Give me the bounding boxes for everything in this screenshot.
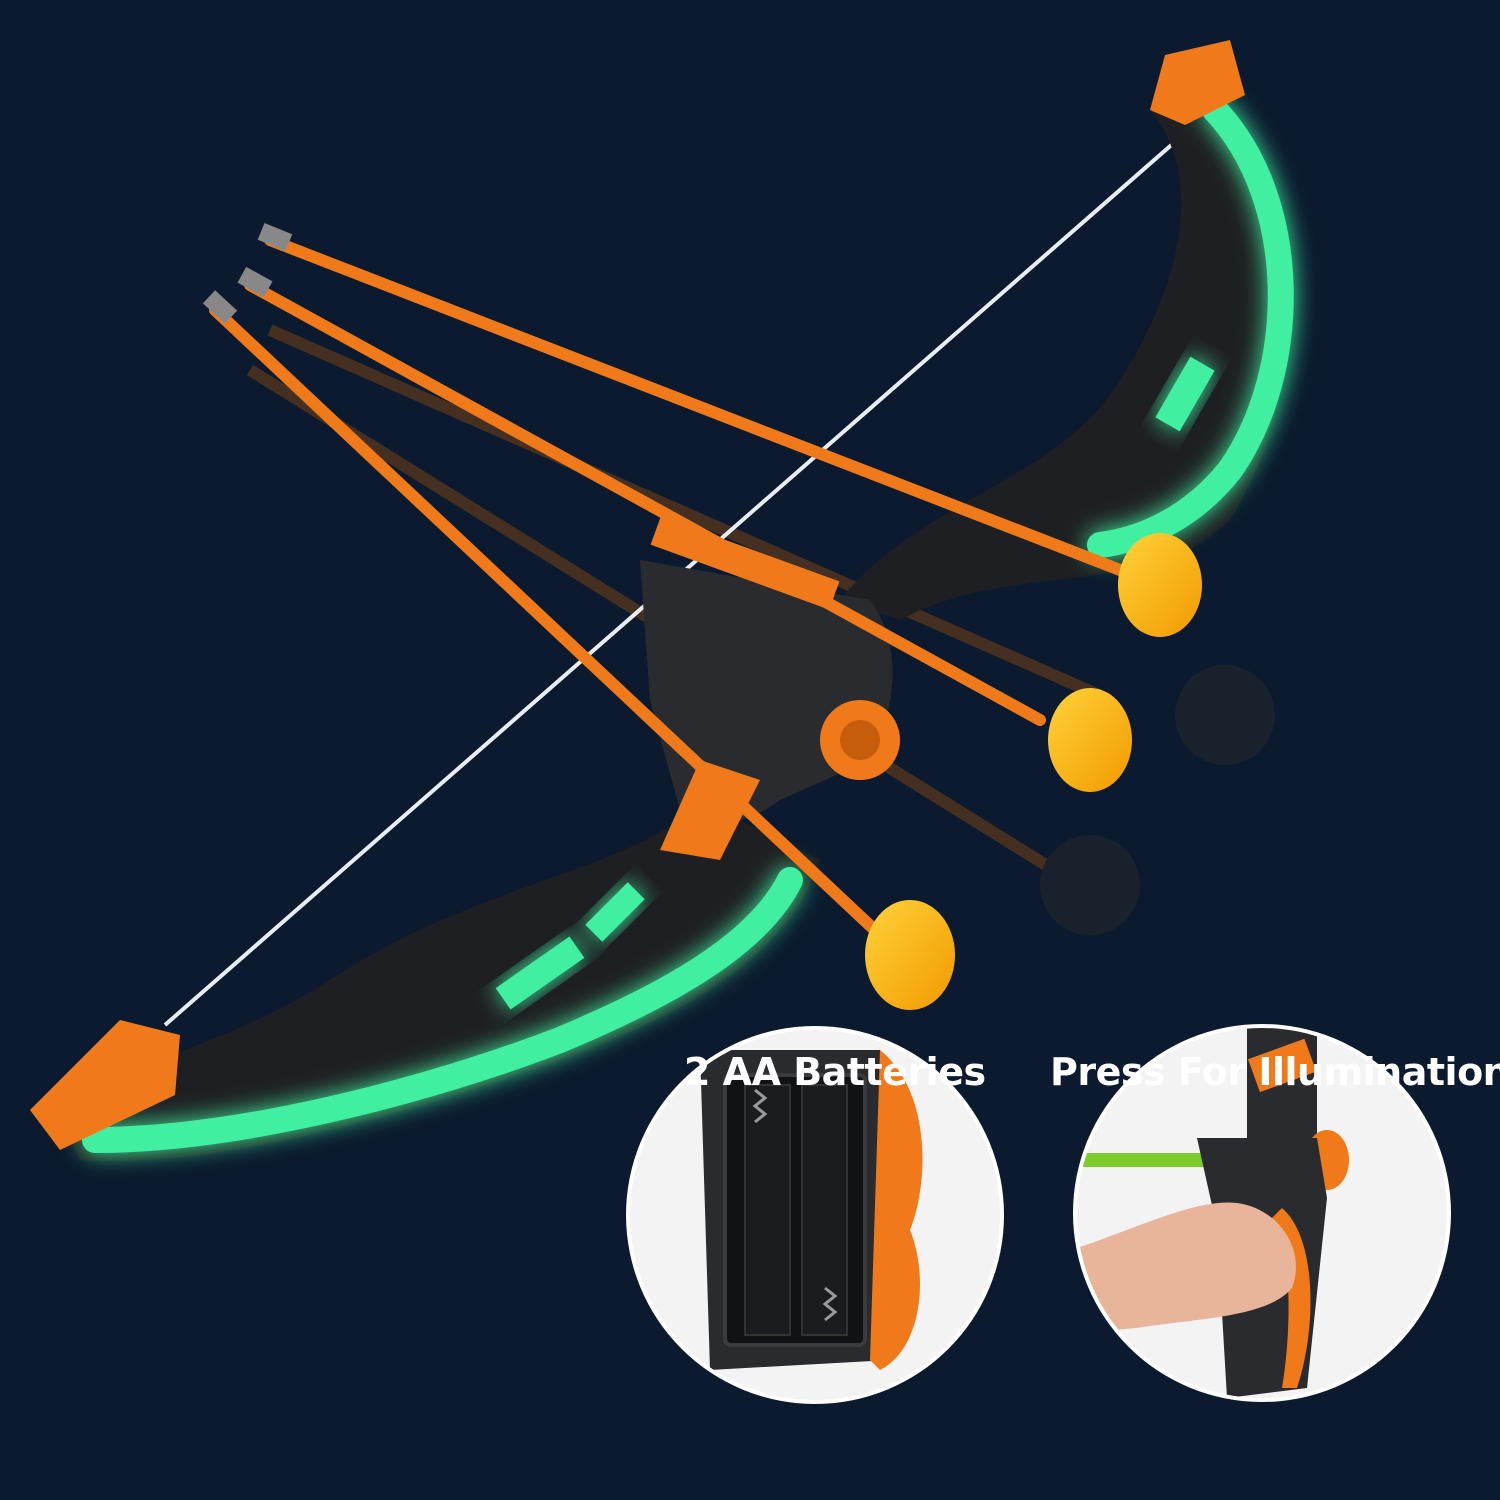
hand-on-grip-illustration (1077, 1028, 1349, 1398)
bow-riser (640, 516, 900, 860)
battery-compartment-illustration (700, 1050, 923, 1370)
arrow-nocks (202, 223, 293, 324)
arrows (202, 223, 1202, 1010)
press-illumination-inset (1077, 1028, 1447, 1398)
suction-cups (865, 533, 1202, 1010)
batteries-caption: 2 AA Batteries (684, 1050, 986, 1094)
arrow-shadows (246, 324, 1275, 935)
battery-compartment-inset (630, 1030, 1000, 1400)
illumination-caption: Press For Illumination (1050, 1050, 1500, 1094)
bow-lower-limb (30, 800, 820, 1162)
bow-upper-limb (840, 40, 1294, 620)
